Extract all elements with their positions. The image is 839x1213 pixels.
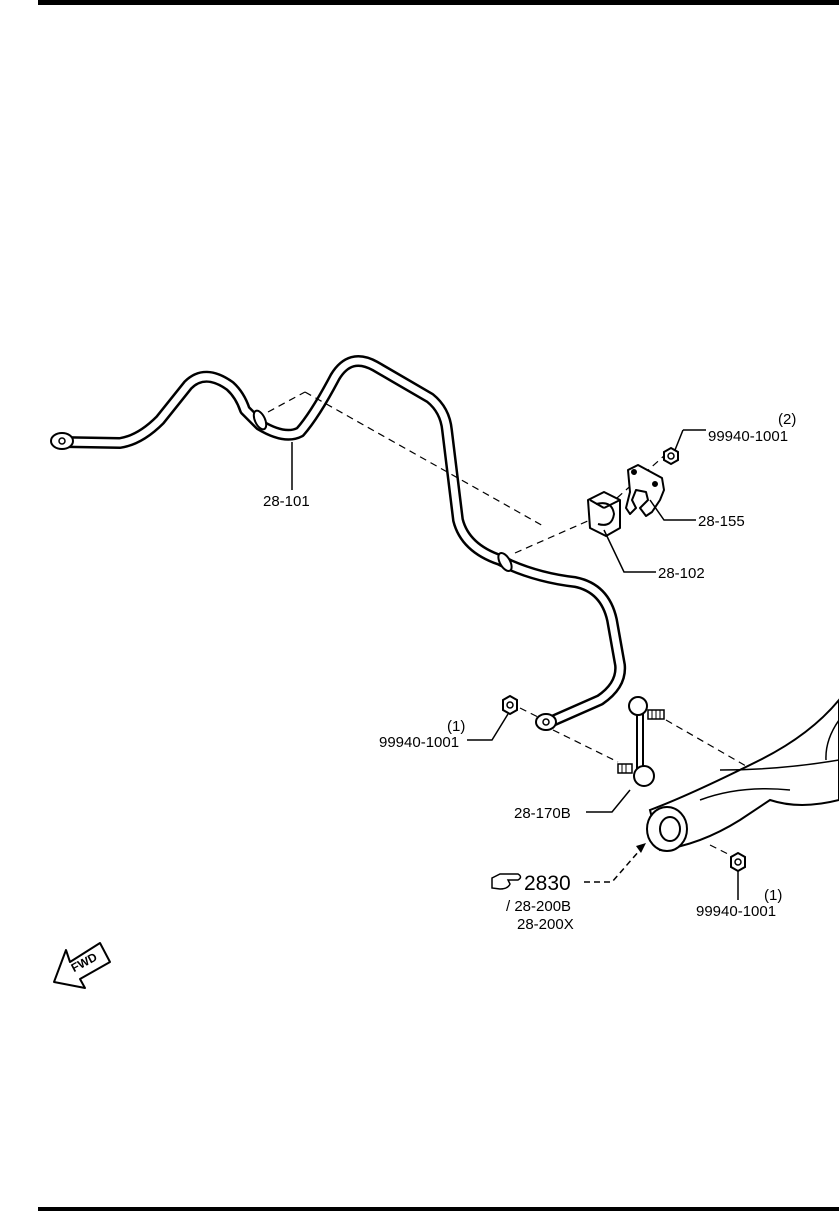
bracket[interactable] xyxy=(625,464,665,517)
label-nut-upper: 99940-1001 xyxy=(708,428,788,445)
top-border xyxy=(38,0,839,5)
leader-lines xyxy=(291,429,739,900)
label-bushing: 28-102 xyxy=(658,565,705,582)
bushing[interactable] xyxy=(587,491,621,537)
assembly-lines xyxy=(267,391,801,861)
fwd-arrow-icon[interactable]: FWD xyxy=(53,942,111,989)
nut-arm[interactable] xyxy=(730,851,746,873)
nut-upper[interactable] xyxy=(663,446,679,466)
label-reference-main[interactable]: 2830 xyxy=(524,872,571,895)
nut-link[interactable] xyxy=(502,694,518,716)
label-reference-sub2: 28-200X xyxy=(517,916,574,933)
label-nut-link-qty: (1) xyxy=(447,718,465,735)
stabilizer-bar[interactable] xyxy=(50,355,627,731)
lower-control-arm[interactable] xyxy=(646,698,839,852)
label-nut-link: 99940-1001 xyxy=(379,734,459,751)
pointing-hand-icon xyxy=(491,873,522,890)
stabilizer-link[interactable] xyxy=(617,696,665,787)
label-nut-arm: 99940-1001 xyxy=(696,903,776,920)
reference-arrowhead xyxy=(636,843,646,853)
label-stabilizer-bar: 28-101 xyxy=(263,493,310,510)
label-nut-arm-qty: (1) xyxy=(764,887,782,904)
label-link: 28-170B xyxy=(514,805,571,822)
label-bracket: 28-155 xyxy=(698,513,745,530)
bottom-border xyxy=(38,1207,839,1211)
label-nut-upper-qty: (2) xyxy=(778,411,796,428)
label-reference-sub1: / 28-200B xyxy=(506,898,571,915)
